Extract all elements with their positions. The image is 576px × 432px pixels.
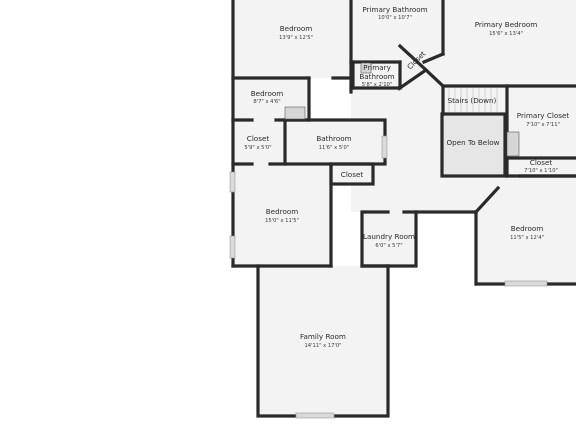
wall-bedroom-right-diag: [473, 185, 501, 215]
label-primary-closet: Primary Closet: [517, 111, 570, 120]
wall-open-to-below: [440, 112, 507, 178]
floor-right-hall: [416, 176, 476, 212]
dims-primary-bathroom-small: 5'8" x 2'10": [362, 82, 393, 88]
window-bedroom-mid-left2: [229, 171, 236, 193]
label-stairs: Stairs (Down): [448, 96, 497, 105]
wall-primary-bedroom-diag: [423, 67, 446, 89]
floor-closet-mid: [331, 164, 373, 184]
label-bedroom-mid: Bedroom: [266, 207, 299, 216]
dims-closet-right: 7'10" x 1'10": [524, 168, 558, 174]
fixture-hatch-2: [360, 62, 372, 74]
dims-laundry-room: 6'0" x 5'7": [375, 243, 402, 249]
room-labels: Bedroom 13'9" x 12'5" Primary Bathroom 1…: [244, 5, 569, 349]
label-bathroom: Bathroom: [316, 134, 351, 143]
floor-primary-bathroom: [351, 0, 443, 62]
floor-family-room: [258, 266, 388, 416]
label-primary-bathroom: Primary Bathroom: [362, 5, 427, 14]
dims-bedroom-small: 8'7" x 4'6": [253, 99, 280, 105]
label-family-room: Family Room: [300, 332, 346, 341]
floor-closet-left: [233, 120, 285, 164]
fixture-hatch-1: [284, 106, 306, 120]
dims-bedroom-right: 11'5" x 12'4": [510, 235, 544, 241]
floor-laundry: [362, 212, 416, 266]
dims-primary-closet: 7'10" x 7'11": [526, 122, 560, 128]
walls: [231, 0, 576, 418]
stairs-lines: [448, 88, 498, 112]
window-bedroom-mid-left: [229, 235, 236, 259]
label-primary-bedroom: Primary Bedroom: [475, 20, 538, 29]
label-primary-bathroom-small-2: Bathroom: [359, 72, 394, 81]
hatched-fixtures: [284, 62, 520, 157]
dims-primary-bedroom: 15'6" x 13'4": [489, 31, 523, 37]
dims-closet-left: 5'9" x 5'0": [244, 145, 271, 151]
dims-bathroom: 11'6" x 5'0": [319, 145, 350, 151]
label-bedroom-small: Bedroom: [251, 89, 284, 98]
floor-bathroom: [285, 120, 385, 164]
dims-primary-bathroom: 10'0" x 10'7": [378, 15, 412, 21]
floor-stairs: [443, 86, 507, 114]
label-bedroom-right: Bedroom: [511, 224, 544, 233]
floor-closet-right: [507, 158, 576, 176]
window-bedroom-right: [504, 280, 548, 287]
dims-family-room: 14'11" x 17'0": [304, 343, 341, 349]
wall-primary-bath-bottom2: [421, 51, 446, 65]
dims-bedroom-top: 13'9" x 12'5": [279, 35, 313, 41]
wall-closet-diag: [397, 43, 429, 92]
label-closet-right: Closet: [530, 158, 553, 167]
label-open-to-below: Open To Below: [447, 138, 500, 147]
dims-bedroom-mid: 15'0" x 11'5": [265, 218, 299, 224]
label-laundry-room: Laundry Room: [363, 232, 415, 241]
label-bedroom-top: Bedroom: [280, 24, 313, 33]
label-closet-mid: Closet: [341, 170, 364, 179]
floor-primary-bath-small: [353, 62, 397, 88]
floor-primary-bedroom: [443, 0, 576, 86]
label-closet-left: Closet: [247, 134, 270, 143]
floor-bedroom-top: [233, 0, 351, 78]
fixture-hatch-3: [506, 131, 520, 157]
floor-bedroom-mid: [233, 164, 331, 266]
floor-open-to-below: [443, 114, 505, 176]
windows: [229, 135, 548, 419]
window-bathroom-right: [381, 135, 388, 159]
window-family-room: [295, 412, 335, 419]
label-primary-bathroom-small-1: Primary: [363, 63, 392, 72]
